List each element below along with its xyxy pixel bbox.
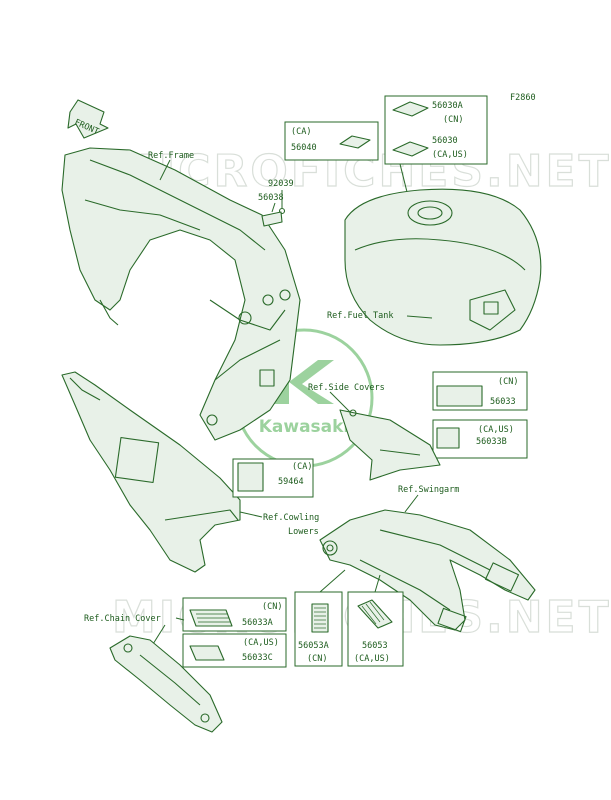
ref-cowling-label-1: Ref.Cowling bbox=[263, 513, 319, 523]
part-56053-region: (CA,US) bbox=[354, 654, 390, 664]
part-56033-box: (CN) 56033 bbox=[432, 371, 528, 411]
swingarm-part bbox=[319, 509, 536, 633]
fuel-tank-part bbox=[344, 188, 542, 346]
part-92039: 92039 bbox=[268, 179, 294, 189]
part-56033a-number: 56033A bbox=[242, 618, 273, 628]
part-56030a-number: 56030A bbox=[432, 101, 463, 111]
ref-cowling-label-2: Lowers bbox=[288, 527, 319, 537]
ref-fuel-tank-label: Ref.Fuel Tank bbox=[327, 311, 394, 321]
figure-code: F2860 bbox=[510, 93, 536, 103]
part-56038: 56038 bbox=[258, 193, 284, 203]
part-56053a-region: (CN) bbox=[307, 654, 327, 664]
part-59464-number: 59464 bbox=[278, 477, 304, 487]
part-56053a-box: 56053A (CN) bbox=[294, 591, 343, 667]
ref-side-covers-label: Ref.Side Covers bbox=[308, 383, 385, 393]
part-56033c-number: 56033C bbox=[242, 653, 273, 663]
front-arrow-icon: FRONT bbox=[67, 99, 109, 139]
part-56040-region: (CA) bbox=[291, 127, 311, 137]
part-56040-number: 56040 bbox=[291, 143, 317, 153]
part-56033-region: (CN) bbox=[498, 377, 518, 387]
part-56030-number: 56030 bbox=[432, 136, 458, 146]
part-56030a-region: (CN) bbox=[443, 115, 463, 125]
part-56030-region: (CA,US) bbox=[432, 150, 468, 160]
part-56053-number: 56053 bbox=[362, 641, 388, 651]
part-56033b-region: (CA,US) bbox=[478, 425, 514, 435]
chain-cover-part bbox=[109, 635, 223, 733]
part-56053-box: 56053 (CA,US) bbox=[347, 591, 404, 667]
ref-swingarm-label: Ref.Swingarm bbox=[398, 485, 459, 495]
part-56033b-number: 56033B bbox=[476, 437, 507, 447]
part-56033a-region: (CN) bbox=[262, 602, 282, 612]
part-56053a-number: 56053A bbox=[298, 641, 329, 651]
part-56033-number: 56033 bbox=[490, 397, 516, 407]
side-cover-part bbox=[339, 409, 441, 481]
part-59464-box: (CA) 59464 bbox=[232, 458, 314, 498]
part-56033b-box: (CA,US) 56033B bbox=[432, 419, 528, 459]
frame-part bbox=[61, 147, 301, 441]
part-56040-box: (CA) 56040 bbox=[284, 121, 379, 161]
part-56030-box: 56030A (CN) 56030 (CA,US) bbox=[384, 95, 488, 165]
cowling-lower-part bbox=[61, 371, 241, 573]
part-59464-region: (CA) bbox=[292, 462, 312, 472]
ref-frame-label: Ref.Frame bbox=[148, 151, 194, 161]
logo-text: Kawasaki bbox=[259, 417, 350, 437]
part-56033c-box: (CA,US) 56033C bbox=[182, 633, 287, 668]
part-56033c-region: (CA,US) bbox=[243, 638, 279, 648]
part-56033a-box: (CN) 56033A bbox=[182, 597, 287, 632]
ref-chain-cover-label: Ref.Chain Cover bbox=[84, 614, 161, 624]
